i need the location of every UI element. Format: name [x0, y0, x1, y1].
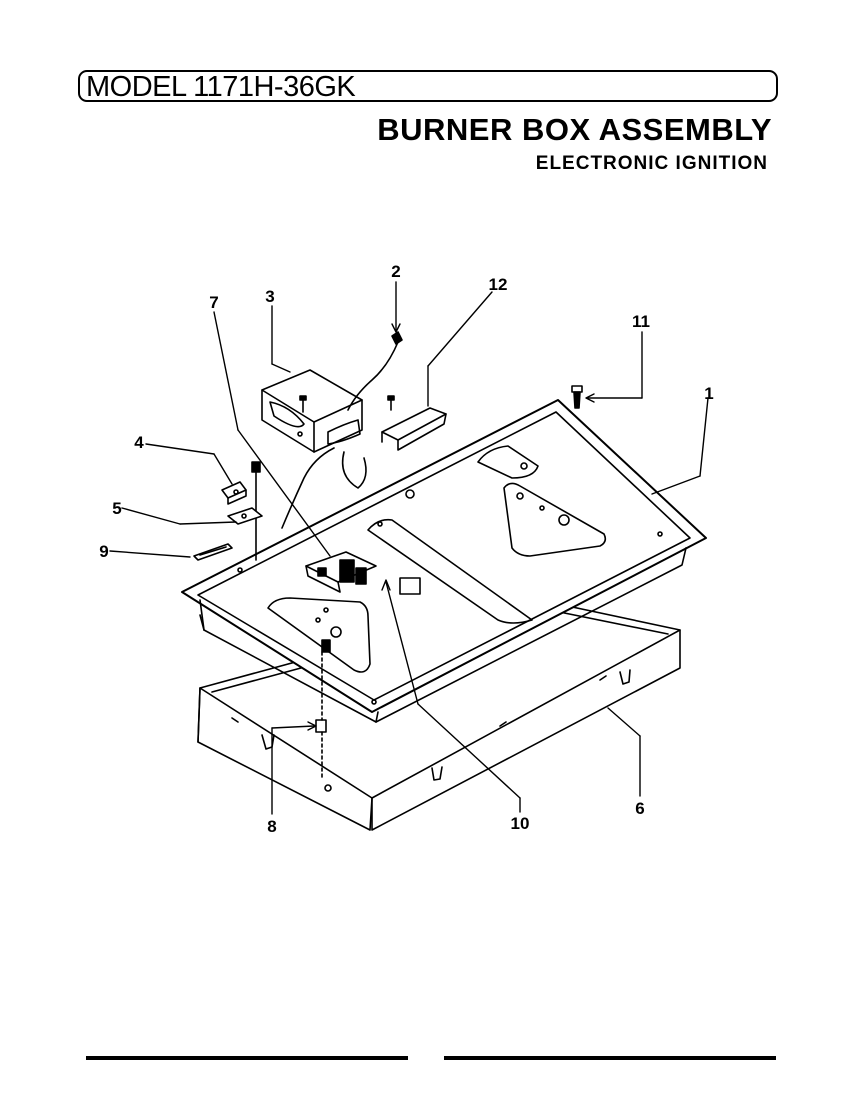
screw-11	[571, 385, 583, 409]
callout-1: 1	[704, 384, 713, 403]
mounting-bracket	[381, 407, 447, 451]
insulator	[193, 543, 233, 561]
model-number: MODEL 1171H-36GK	[86, 71, 356, 103]
model-number-box: MODEL 1171H-36GK	[78, 70, 778, 103]
ignition-module	[261, 369, 363, 453]
spark-electrode	[305, 551, 377, 593]
callout-10: 10	[511, 814, 530, 833]
page-subtitle: ELECTRONIC IGNITION	[535, 153, 768, 174]
wire-harness	[281, 331, 403, 529]
callout-11: 11	[632, 312, 650, 331]
page-title: BURNER BOX ASSEMBLY	[377, 112, 772, 147]
footer-rule-right	[444, 1056, 776, 1060]
leader-lines	[109, 281, 709, 815]
callout-3: 3	[265, 287, 274, 306]
callout-7: 7	[209, 293, 218, 312]
callout-4: 4	[134, 433, 144, 452]
footer-rule-left	[86, 1056, 408, 1060]
burner-box-top	[181, 399, 707, 723]
callout-8: 8	[267, 817, 276, 836]
callout-12: 12	[489, 275, 508, 294]
electrode-bracket	[221, 481, 247, 505]
callout-labels: 2 12 3 7 11 1 4 5 9 6 10 8	[99, 262, 713, 836]
callout-2: 2	[391, 262, 400, 281]
fitting	[315, 639, 331, 781]
callout-5: 5	[112, 499, 121, 518]
callout-9: 9	[99, 542, 108, 561]
callout-6: 6	[635, 799, 644, 818]
module-screws	[299, 395, 395, 413]
clip	[227, 507, 263, 525]
